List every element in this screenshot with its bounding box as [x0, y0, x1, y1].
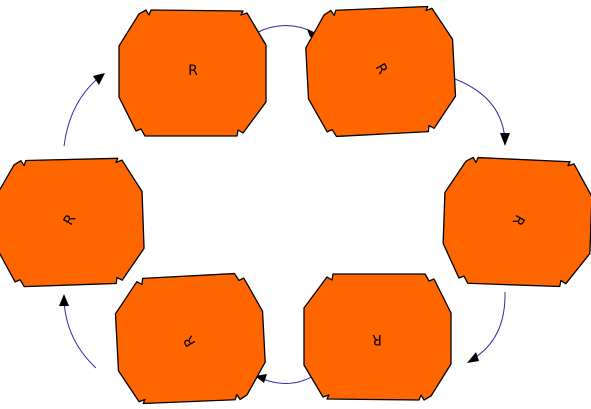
hexagon-label: R	[188, 63, 198, 79]
arrow-top-left-to-top-right	[255, 25, 318, 37]
hexagon-top-right: R	[303, 3, 458, 139]
arrow-right-to-bottom-right	[467, 291, 506, 363]
arrow-left-to-top-left	[63, 73, 105, 147]
hexagon-bottom-left: R	[113, 271, 268, 407]
hexagon-bottom-right: R	[303, 273, 452, 401]
hexagon-top-left: R	[118, 9, 267, 137]
hexagon-left: R	[0, 155, 146, 289]
cycle-arrows	[59, 25, 510, 384]
arrow-bottom-right-to-bottom-left	[255, 372, 319, 384]
arrow-bottom-left-to-left	[59, 294, 97, 369]
hexagon-right: R	[441, 155, 591, 289]
hexagon-label: R	[372, 331, 382, 347]
